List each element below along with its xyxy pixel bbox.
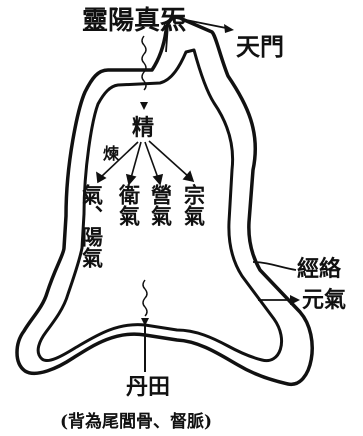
- qi-type-ancestral-qi: 宗氣: [181, 184, 207, 226]
- qi-type-defensive-qi: 衛氣: [116, 184, 142, 226]
- qi-type-yang-qi: 氣、陽氣: [79, 184, 105, 268]
- footnote: (背為尾閭骨、督脈): [60, 412, 213, 432]
- qi-type-nutritive-qi: 營氣: [148, 184, 174, 226]
- primordial-qi-arrowhead: [290, 295, 300, 305]
- qi-inflow-arrowhead: [140, 102, 148, 110]
- meridians-line: [252, 261, 297, 271]
- essence-arrows: [96, 140, 195, 186]
- heaven-gate-line: [165, 17, 227, 53]
- qi-down-wave: [142, 279, 148, 317]
- source-title: 靈陽真炁: [82, 6, 187, 36]
- heaven-gate-arrowhead: [224, 24, 234, 33]
- qi-inflow-wave: [141, 35, 147, 91]
- body-outline-outer: [15, 15, 314, 386]
- refine-label: 煉: [103, 144, 120, 163]
- qi-down-arrowhead: [141, 318, 149, 326]
- body-outline-inner: [36, 48, 284, 363]
- primordial-qi-label: 元氣: [302, 287, 347, 313]
- essence-label: 精: [132, 115, 155, 141]
- heaven-gate-label: 天門: [236, 32, 284, 61]
- dantian-label: 丹田: [126, 374, 171, 400]
- meridians-label: 經絡: [297, 256, 342, 282]
